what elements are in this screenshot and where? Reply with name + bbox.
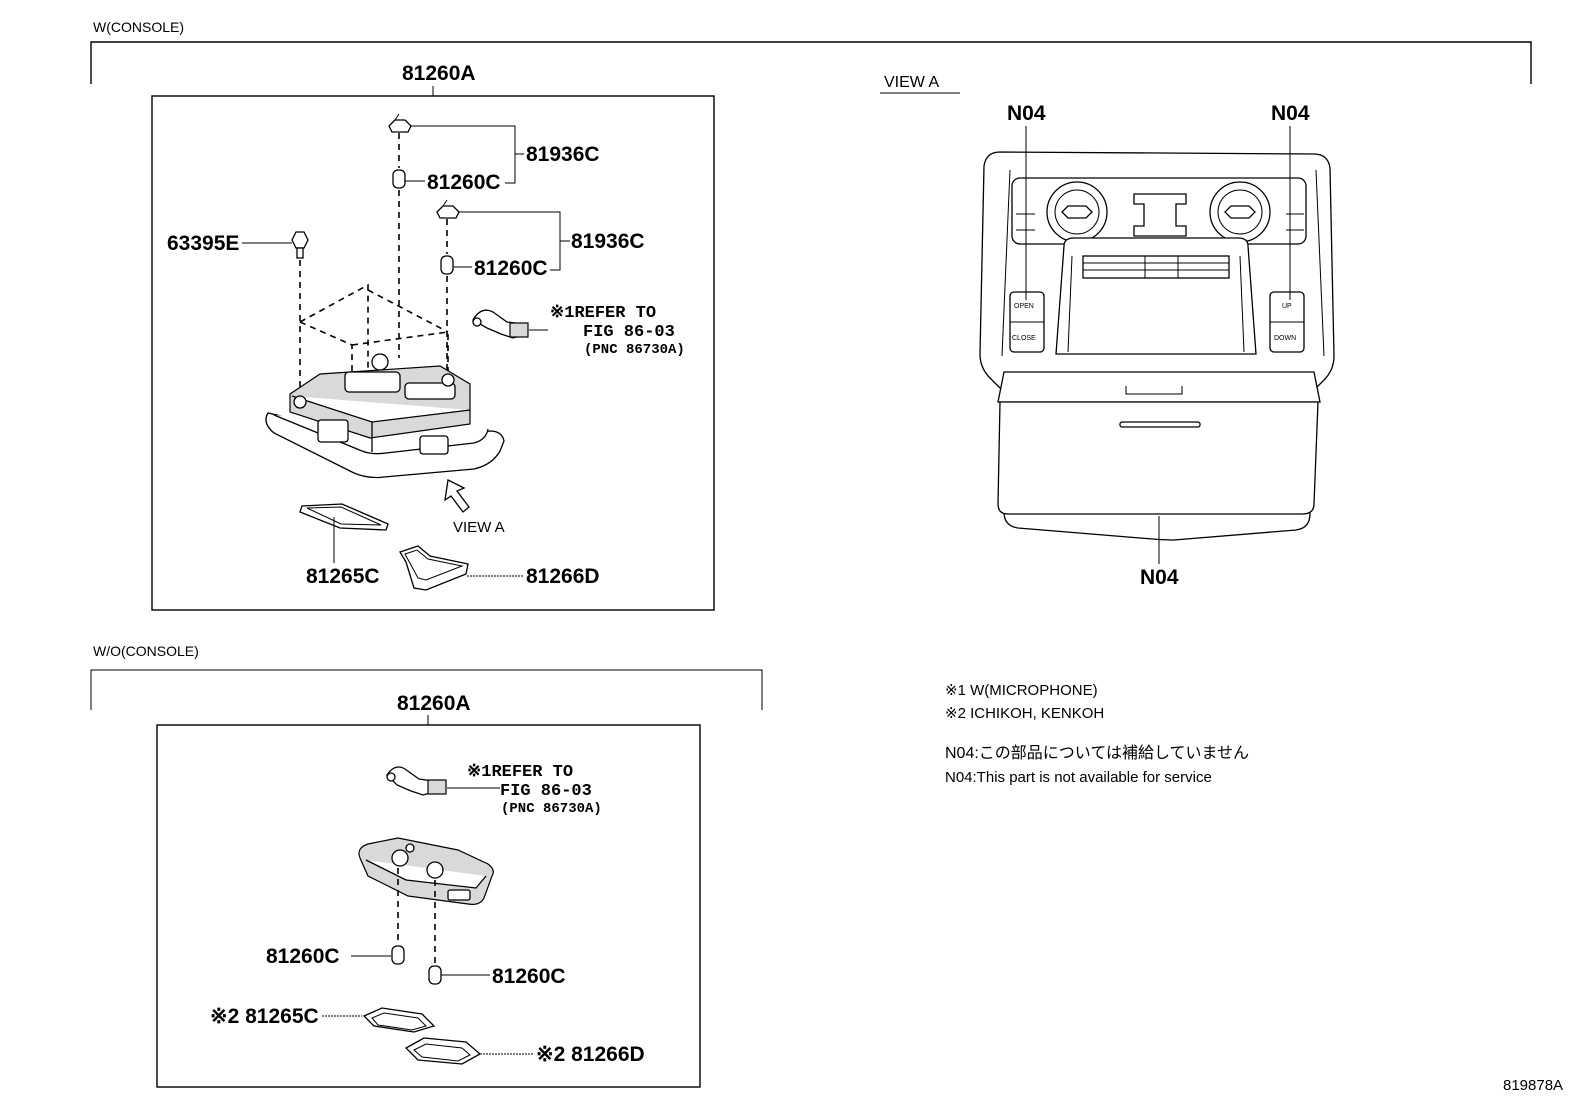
lower-part-81266d: ※2 81266D (536, 1043, 645, 1066)
view-a-arrow-label: VIEW A (453, 519, 505, 536)
switch-up-label: UP (1282, 303, 1292, 310)
part-81260c-2: 81260C (474, 257, 548, 280)
overhead-console-housing (265, 353, 505, 479)
switch-open-label: OPEN (1014, 303, 1034, 310)
bulb-icon (391, 945, 405, 965)
figure-id: 819878A (1503, 1077, 1563, 1094)
view-a-arrow-icon (444, 479, 470, 513)
clip-icon (436, 199, 460, 219)
part-81266d: 81266D (526, 565, 600, 588)
view-a-title: VIEW A (884, 74, 939, 91)
screw-icon (291, 231, 309, 259)
lower-refer-line1: ※1REFER TO (467, 763, 573, 782)
upper-refer-line2: FIG 86-03 (583, 323, 675, 342)
note-n04-english: N04:This part is not available for servi… (945, 769, 1212, 786)
part-81260c-1: 81260C (427, 171, 501, 194)
note-n04-japanese: N04:この部品については補給していません (945, 744, 1249, 762)
upper-assembly-box (151, 95, 715, 611)
lens-gasket (299, 503, 389, 531)
section-label-without-console: W/O(CONSOLE) (93, 643, 199, 659)
section-bracket-upper (90, 41, 1532, 84)
callout-n04-right: N04 (1271, 102, 1310, 125)
lens-plate (404, 1037, 482, 1065)
bulb-icon (428, 965, 442, 985)
lens-plate (399, 545, 469, 591)
part-63395e: 63395E (167, 232, 239, 255)
callout-n04-left: N04 (1007, 102, 1046, 125)
upper-refer-line3: (PNC 86730A) (584, 342, 685, 358)
lower-refer-line2: FIG 86-03 (500, 782, 592, 801)
callout-n04-bottom: N04 (1140, 566, 1179, 589)
bulb-icon (392, 169, 406, 189)
switch-down-label: DOWN (1274, 335, 1296, 342)
switch-close-label: CLOSE (1012, 335, 1036, 342)
part-81936c-1: 81936C (526, 143, 600, 166)
connector-icon (472, 309, 529, 339)
bulb-icon (440, 255, 454, 275)
upper-refer-line1: ※1REFER TO (550, 304, 656, 323)
overhead-console-front-view: OPEN CLOSE UP DOWN (979, 151, 1335, 541)
lower-assembly-box (156, 724, 701, 1088)
clip-icon (388, 113, 412, 133)
connector-icon (386, 766, 447, 796)
section-bracket-lower (90, 669, 763, 710)
lower-refer-line3: (PNC 86730A) (501, 801, 602, 817)
section-label-with-console: W(CONSOLE) (93, 19, 184, 35)
lower-part-81260c-left: 81260C (266, 945, 340, 968)
upper-assembly-label: 81260A (402, 62, 476, 85)
lower-part-81265c: ※2 81265C (210, 1005, 319, 1028)
lower-part-81260c-right: 81260C (492, 965, 566, 988)
part-81936c-2: 81936C (571, 230, 645, 253)
part-81265c: 81265C (306, 565, 380, 588)
note-manufacturer: ※2 ICHIKOH, KENKOH (945, 705, 1104, 722)
overhead-console-housing (358, 837, 494, 905)
lower-assembly-label: 81260A (397, 692, 471, 715)
note-microphone: ※1 W(MICROPHONE) (945, 682, 1098, 699)
